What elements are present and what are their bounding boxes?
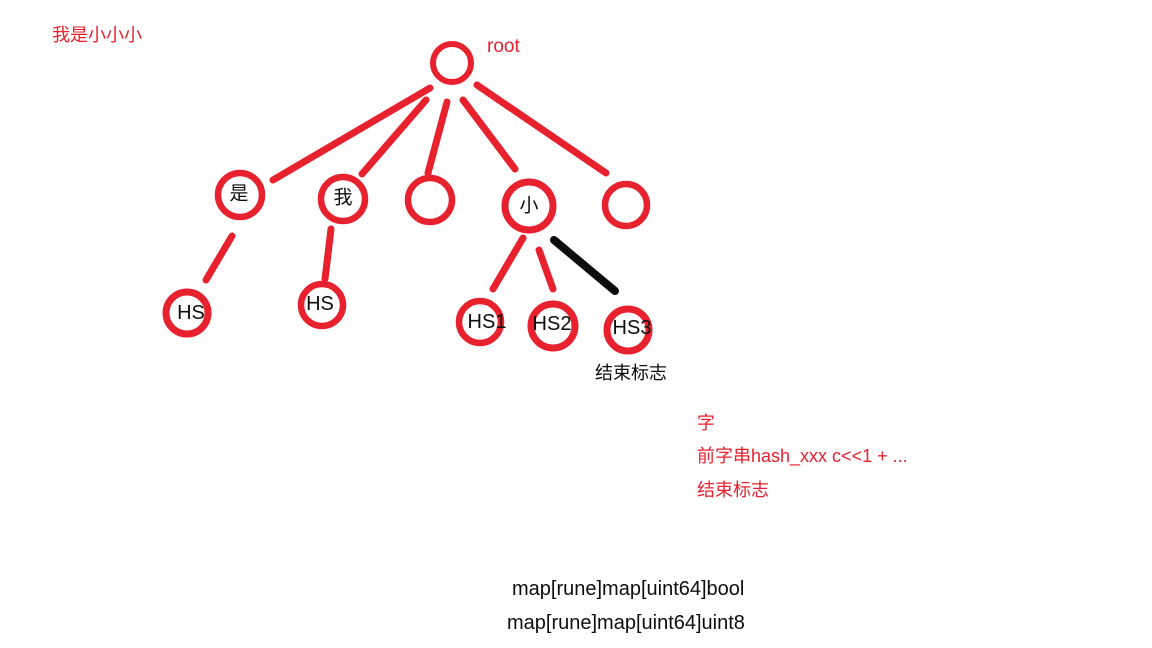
node-circle-empty1 xyxy=(404,174,456,226)
edge-root-to-shi xyxy=(269,84,434,184)
code-line-map-bool: map[rune]map[uint64]bool xyxy=(512,578,745,600)
node-circle-hs-left xyxy=(162,288,212,338)
node-label-hs-mid: HS xyxy=(306,293,334,315)
legend-line-zi: 字 xyxy=(697,413,715,433)
node-circle-wo xyxy=(317,173,369,225)
node-circle-xiao xyxy=(501,178,557,234)
node-label-hs1: HS1 xyxy=(467,311,507,333)
root-node-label: root xyxy=(487,36,520,57)
node-circle-hs2 xyxy=(527,300,579,352)
edge-root-to-wo xyxy=(358,96,430,178)
end-flag-caption: 结束标志 xyxy=(595,363,667,383)
edge-wo-to-hs xyxy=(321,225,335,283)
edge-root-to-empty1 xyxy=(424,98,451,177)
edge-xiao-to-hs2 xyxy=(535,246,557,293)
code-line-map-uint8: map[rune]map[uint64]uint8 xyxy=(507,612,745,634)
node-label-shi: 是 xyxy=(229,183,249,205)
node-circle-hs3 xyxy=(603,305,653,355)
node-circle-shi xyxy=(214,169,266,221)
edge-shi-to-hs xyxy=(202,232,236,284)
edge-root-to-empty2 xyxy=(473,81,610,177)
node-circle-hs-mid xyxy=(297,280,347,330)
edge-root-to-xiao xyxy=(459,96,519,173)
node-circle-hs1 xyxy=(455,297,505,347)
note-top-left: 我是小小小 xyxy=(52,25,142,45)
node-circle-root xyxy=(430,41,474,85)
legend-line-endflag: 结束标志 xyxy=(697,480,769,500)
node-label-hs3: HS3 xyxy=(612,317,652,339)
legend-line-hash: 前字串hash_xxx c<<1 + ... xyxy=(697,446,908,466)
node-label-xiao: 小 xyxy=(519,195,539,217)
edge-xiao-to-hs3 xyxy=(550,236,619,295)
edge-xiao-to-hs1 xyxy=(489,234,527,293)
node-label-wo: 我 xyxy=(333,187,353,209)
node-label-hs2: HS2 xyxy=(532,313,572,335)
node-label-hs-left: HS xyxy=(177,302,205,324)
node-circle-empty2 xyxy=(601,180,651,230)
